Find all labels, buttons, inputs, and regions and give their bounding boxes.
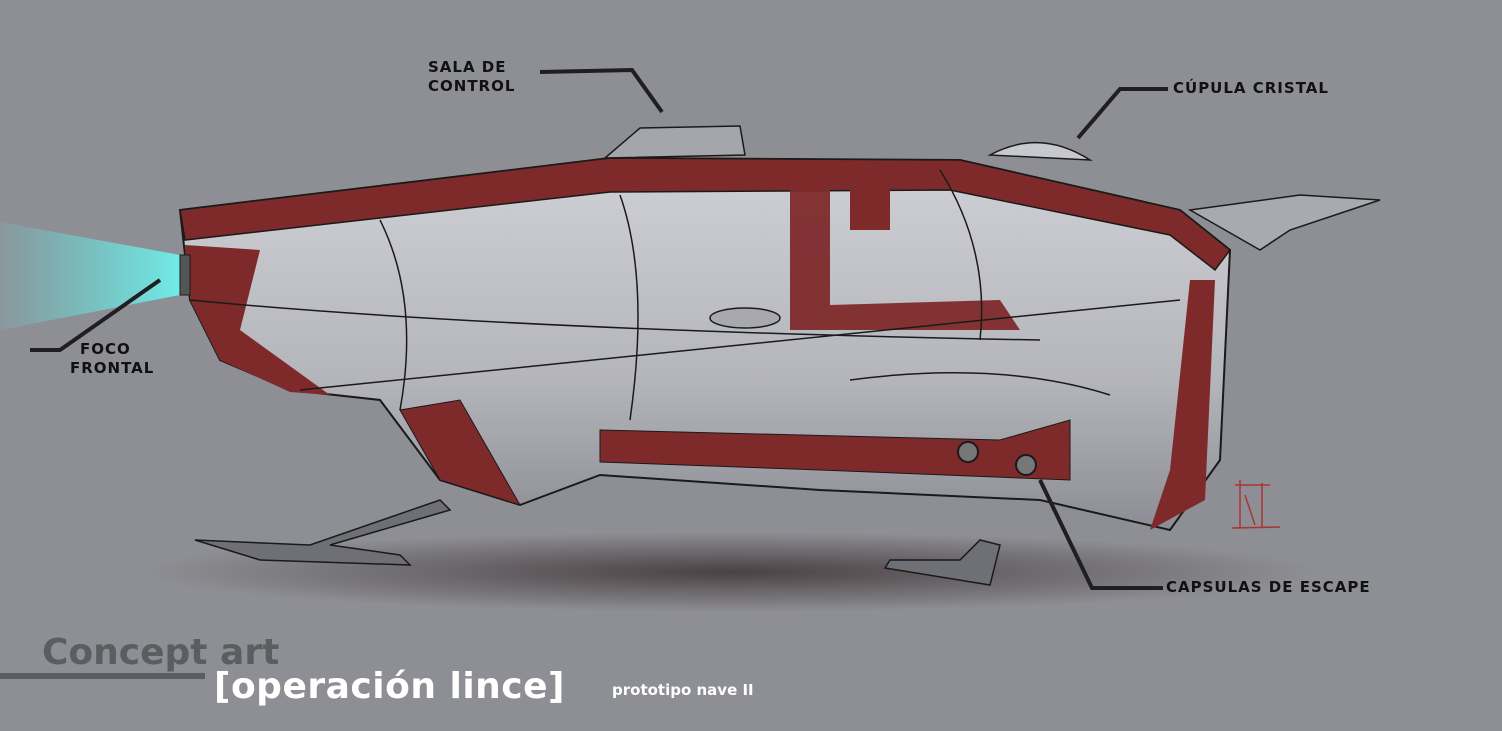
hull-stripe-lower xyxy=(599,419,1071,481)
label-line: CONTROL xyxy=(428,77,516,95)
landing-gear-rear xyxy=(883,539,1001,586)
label-crystal-dome: CÚPULA CRISTAL xyxy=(1173,79,1329,97)
concept-art-title: Concept art xyxy=(42,632,280,673)
nose-stripe xyxy=(185,245,330,395)
hull-stripe-aft xyxy=(399,399,522,506)
hull-hatch xyxy=(709,307,781,329)
label-line: FRONTAL xyxy=(70,359,155,377)
crystal-dome xyxy=(987,141,1093,161)
front-light-beam xyxy=(0,222,180,330)
hull-stripe-side-2 xyxy=(850,180,890,230)
landing-gear-front xyxy=(194,499,452,566)
rear-fin xyxy=(1187,194,1381,251)
front-light xyxy=(179,254,191,296)
control-room xyxy=(602,125,746,159)
label-escape-pods: CAPSULAS DE ESCAPE xyxy=(1166,578,1371,596)
label-line: SALA DE xyxy=(428,58,507,76)
escape-pod xyxy=(1015,454,1037,476)
leader-lines xyxy=(30,67,1168,590)
ground-shadow xyxy=(140,532,1320,612)
artist-signature xyxy=(1231,480,1281,529)
project-subtitle: prototipo nave II xyxy=(612,681,754,699)
hull-stripe-rear xyxy=(1150,280,1215,530)
project-title: [operación lince] xyxy=(214,666,566,707)
hull-stripe-top xyxy=(179,157,1232,272)
panel-lines xyxy=(189,169,1181,421)
title-underline xyxy=(0,673,205,679)
label-line: FOCO xyxy=(80,340,131,358)
escape-pod xyxy=(957,441,979,463)
hull-stripe-side xyxy=(790,190,1020,330)
